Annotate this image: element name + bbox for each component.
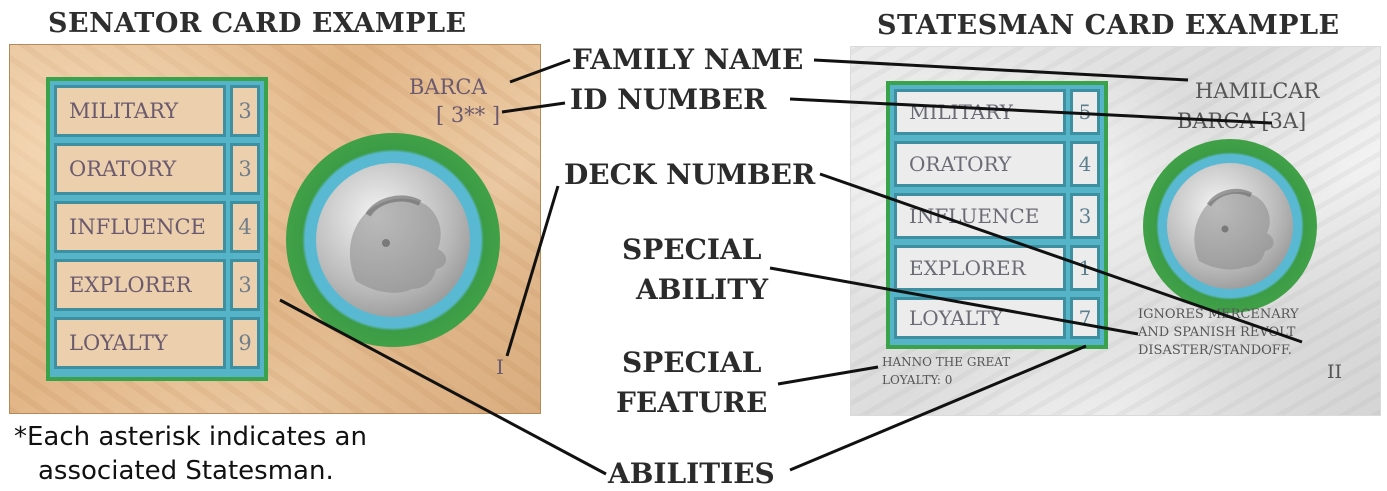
statesman-card-heading: STATESMAN CARD EXAMPLE (877, 10, 1340, 41)
statesman-stat-name-loyalty: LOYALTY (894, 297, 1066, 339)
footnote-line2: associated Statesman. (38, 456, 334, 486)
senator-stat-value-oratory: 3 (230, 143, 260, 195)
senator-stat-name-oratory: ORATORY (54, 143, 226, 195)
portrait-head-icon (349, 195, 447, 293)
senator-stat-value-military: 3 (230, 85, 260, 137)
callout-special-ability-line2: ABILITY (636, 273, 769, 306)
callout-deck-number: DECK NUMBER (564, 158, 816, 191)
portrait-head-icon (1194, 188, 1274, 270)
statesman-stat-value-influence: 3 (1070, 193, 1100, 239)
senator-card-heading: SENATOR CARD EXAMPLE (48, 8, 467, 39)
footnote-line1: *Each asterisk indicates an (14, 422, 367, 452)
senator-family-name: BARCA (409, 75, 487, 99)
statesman-stat-name-military: MILITARY (894, 89, 1066, 135)
statesman-ability-line2: AND SPANISH REVOLT (1138, 325, 1296, 340)
callout-abilities: ABILITIES (608, 457, 775, 490)
statesman-feature-line1: HANNO THE GREAT (882, 355, 1011, 369)
statesman-stat-name-influence: INFLUENCE (894, 193, 1066, 239)
statesman-ability-line3: DISASTER/STANDOFF. (1138, 343, 1292, 358)
statesman-card: MILITARY 5 ORATORY 4 INFLUENCE 3 EXPLORE… (850, 46, 1381, 416)
callout-special-feature-line2: FEATURE (616, 386, 768, 419)
senator-stat-value-loyalty: 9 (230, 317, 260, 369)
statesman-stat-value-oratory: 4 (1070, 141, 1100, 187)
statesman-name-line2: BARCA [3A] (1177, 109, 1307, 133)
statesman-stat-value-loyalty: 7 (1070, 297, 1100, 339)
senator-stats-table: MILITARY 3 ORATORY 3 INFLUENCE 4 EXPLORE… (46, 77, 268, 381)
statesman-ability-line1: IGNORES MERCENARY (1138, 307, 1299, 322)
callout-special-feature-line1: SPECIAL (622, 346, 762, 379)
statesman-stat-name-explorer: EXPLORER (894, 245, 1066, 291)
statesman-feature-line2: LOYALTY: 0 (882, 373, 953, 387)
senator-stat-value-influence: 4 (230, 201, 260, 253)
senator-deck-number: I (496, 355, 504, 379)
senator-id-number: [ 3** ] (436, 103, 501, 127)
senator-stat-value-explorer: 3 (230, 259, 260, 311)
statesman-stat-name-oratory: ORATORY (894, 141, 1066, 187)
callout-family-name: FAMILY NAME (572, 43, 804, 76)
statesman-stats-table: MILITARY 5 ORATORY 4 INFLUENCE 3 EXPLORE… (886, 81, 1108, 349)
statesman-name-line1: HAMILCAR (1195, 79, 1320, 103)
senator-portrait-coin (286, 133, 500, 347)
statesman-stat-value-military: 5 (1070, 89, 1100, 135)
senator-card: MILITARY 3 ORATORY 3 INFLUENCE 4 EXPLORE… (9, 44, 541, 414)
statesman-stat-value-explorer: 1 (1070, 245, 1100, 291)
senator-stat-name-influence: INFLUENCE (54, 201, 226, 253)
senator-stat-name-loyalty: LOYALTY (54, 317, 226, 369)
statesman-portrait-coin (1143, 139, 1317, 313)
statesman-deck-number: II (1327, 361, 1343, 383)
callout-special-ability-line1: SPECIAL (622, 233, 762, 266)
senator-stat-name-military: MILITARY (54, 85, 226, 137)
callout-id-number: ID NUMBER (570, 83, 767, 116)
senator-stat-name-explorer: EXPLORER (54, 259, 226, 311)
